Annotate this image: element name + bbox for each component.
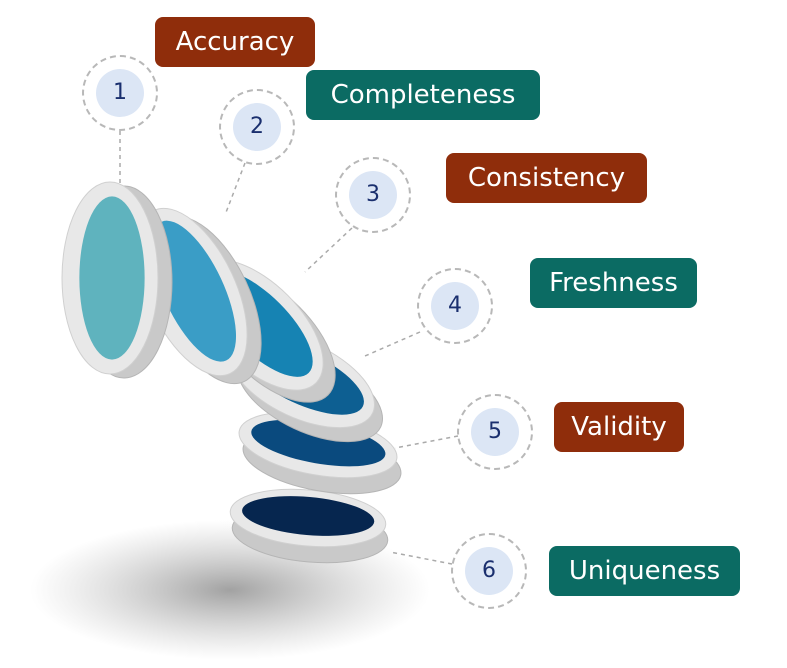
step-label: Consistency — [446, 153, 647, 203]
dashed-circle — [335, 157, 411, 233]
dashed-circle — [219, 89, 295, 165]
step-label: Freshness — [530, 258, 697, 308]
ring-1 — [61, 181, 173, 379]
dashed-circle — [82, 55, 158, 131]
step-number: 5 — [471, 408, 519, 456]
step-label: Validity — [554, 402, 684, 452]
step-label: Accuracy — [155, 17, 315, 67]
ring-inner — [242, 496, 375, 536]
ring-inner — [151, 220, 237, 362]
step-label: Completeness — [306, 70, 540, 120]
dashed-circle — [451, 533, 527, 609]
step-number: 1 — [96, 69, 144, 117]
connectors — [119, 131, 459, 565]
step-number: 6 — [465, 547, 513, 595]
dashed-circle — [417, 268, 493, 344]
ring-6 — [229, 488, 389, 564]
step-number: 2 — [233, 103, 281, 151]
step-number: 3 — [349, 171, 397, 219]
step-number: 4 — [431, 282, 479, 330]
ring-inner — [79, 196, 145, 360]
step-label: Uniqueness — [549, 546, 740, 596]
dashed-circle — [457, 394, 533, 470]
